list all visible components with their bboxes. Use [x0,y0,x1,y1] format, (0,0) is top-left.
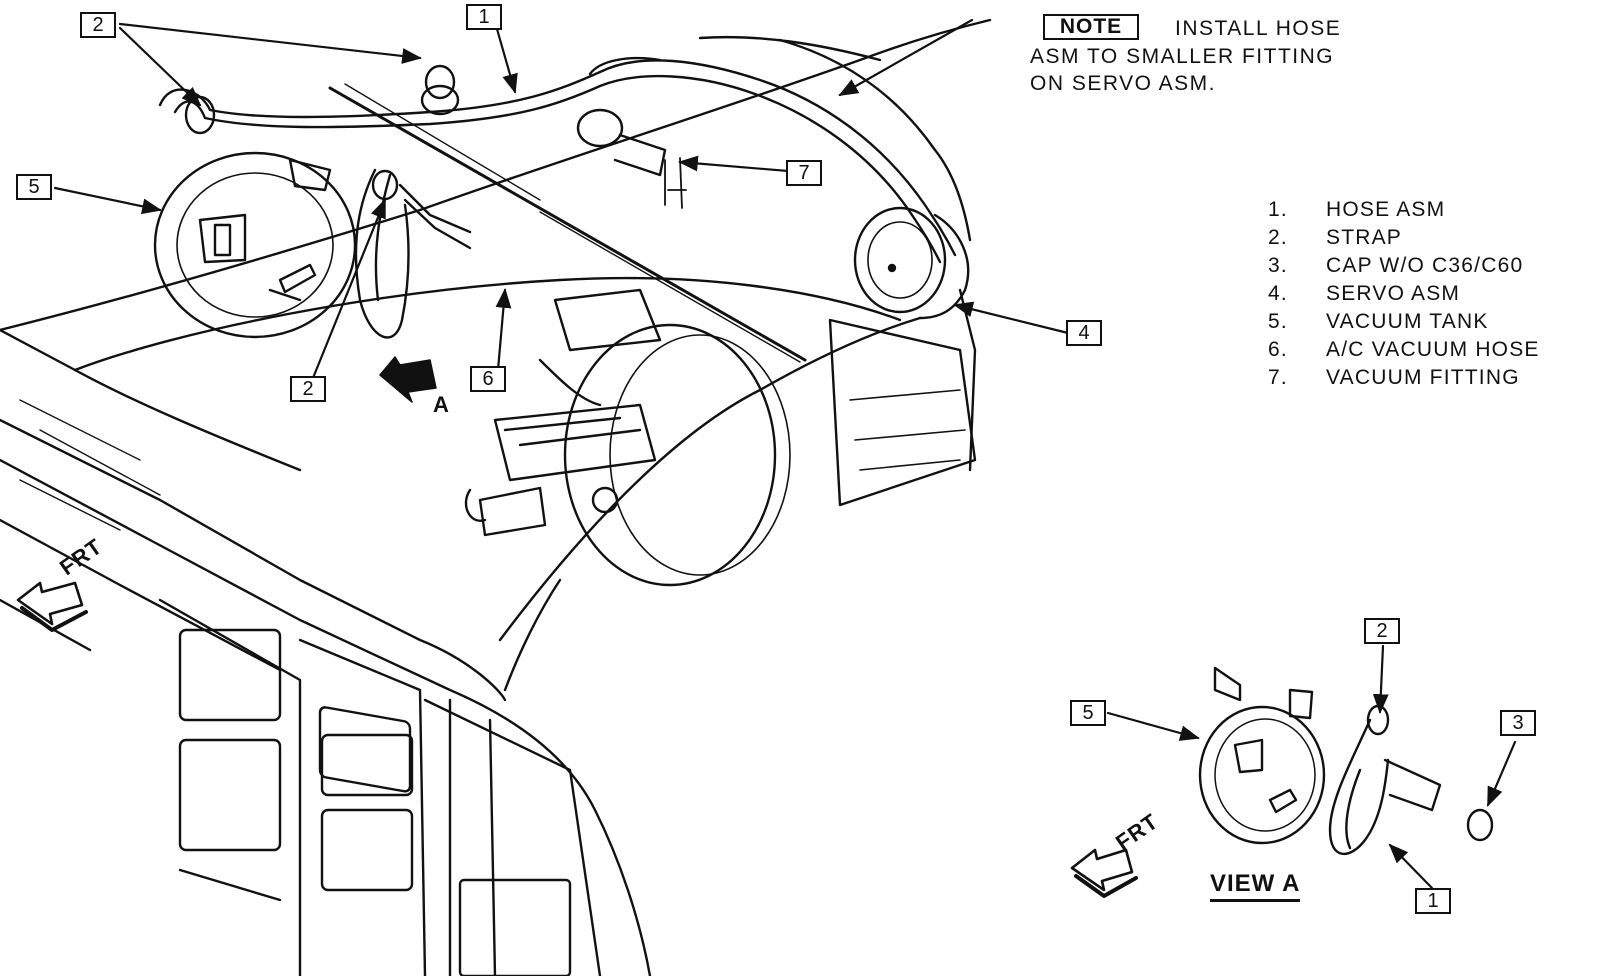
callout-servo: 4 [1066,320,1102,346]
legend-number: 3. [1268,254,1288,277]
view-a-letter: A [433,392,449,417]
view-a-leader-lines [1106,644,1517,890]
vacuum-tank-view-a [1198,666,1326,845]
engine-and-brake-booster [328,35,977,587]
legend-item: 1. HOSE ASM [1268,198,1540,226]
legend-label: CAP W/O C36/C60 [1326,254,1524,277]
front-arrow-view-a [1070,848,1134,892]
callout-strap-view-a: 2 [1364,618,1400,644]
legend-label: A/C VACUUM HOSE [1326,338,1540,361]
vacuum-tank-main [153,151,357,339]
legend-label: VACUUM TANK [1326,310,1489,333]
hood-and-fender [0,18,992,976]
legend-number: 6. [1268,338,1288,361]
legend-number: 1. [1268,198,1288,221]
hose-assembly-view-a [1328,704,1442,856]
callout-vacuum-tank-view-a: 5 [1070,700,1106,726]
view-a-direction-arrow [379,356,437,403]
legend-item: 5. VACUUM TANK [1268,310,1540,338]
legend-number: 4. [1268,282,1288,305]
legend-label: VACUUM FITTING [1326,366,1520,389]
callout-vacuum-tank: 5 [16,174,52,200]
legend-item: 6. A/C VACUUM HOSE [1268,338,1540,366]
legend-item: 4. SERVO ASM [1268,282,1540,310]
note-tag: NOTE [1043,14,1139,40]
servo-assembly-main [853,206,970,320]
callout-strap-top: 2 [80,12,116,38]
legend-label: STRAP [1326,226,1403,249]
callout-hose-view-a: 1 [1415,888,1451,914]
callout-hose-top: 1 [466,4,502,30]
cap-view-a [1466,808,1494,842]
front-arrow-main [16,581,84,626]
legend-label: HOSE ASM [1326,198,1446,221]
note-line-3: ON SERVO ASM. [1030,72,1216,95]
legend-item: 3. CAP W/O C36/C60 [1268,254,1540,282]
legend-number: 7. [1268,366,1288,389]
legend-label: SERVO ASM [1326,282,1461,305]
callout-vacuum-fitting: 7 [786,160,822,186]
main-leader-lines [53,18,1070,380]
hose-assembly-main [158,56,957,339]
vacuum-fitting-main [664,157,687,209]
callout-ac-hose: 6 [470,366,506,392]
legend-item: 7. VACUUM FITTING [1268,366,1540,394]
callout-strap-bottom: 2 [290,376,326,402]
note-line-2: ASM TO SMALLER FITTING [1030,45,1335,68]
view-a-title: VIEW A [1210,870,1301,902]
legend-number: 5. [1268,310,1288,333]
callout-cap-view-a: 3 [1500,710,1536,736]
legend-number: 2. [1268,226,1288,249]
parts-legend: 1. HOSE ASM 2. STRAP 3. CAP W/O C36/C60 4. S… [1268,198,1540,394]
legend-item: 2. STRAP [1268,226,1540,254]
note-line-1: INSTALL HOSE [1175,17,1342,40]
